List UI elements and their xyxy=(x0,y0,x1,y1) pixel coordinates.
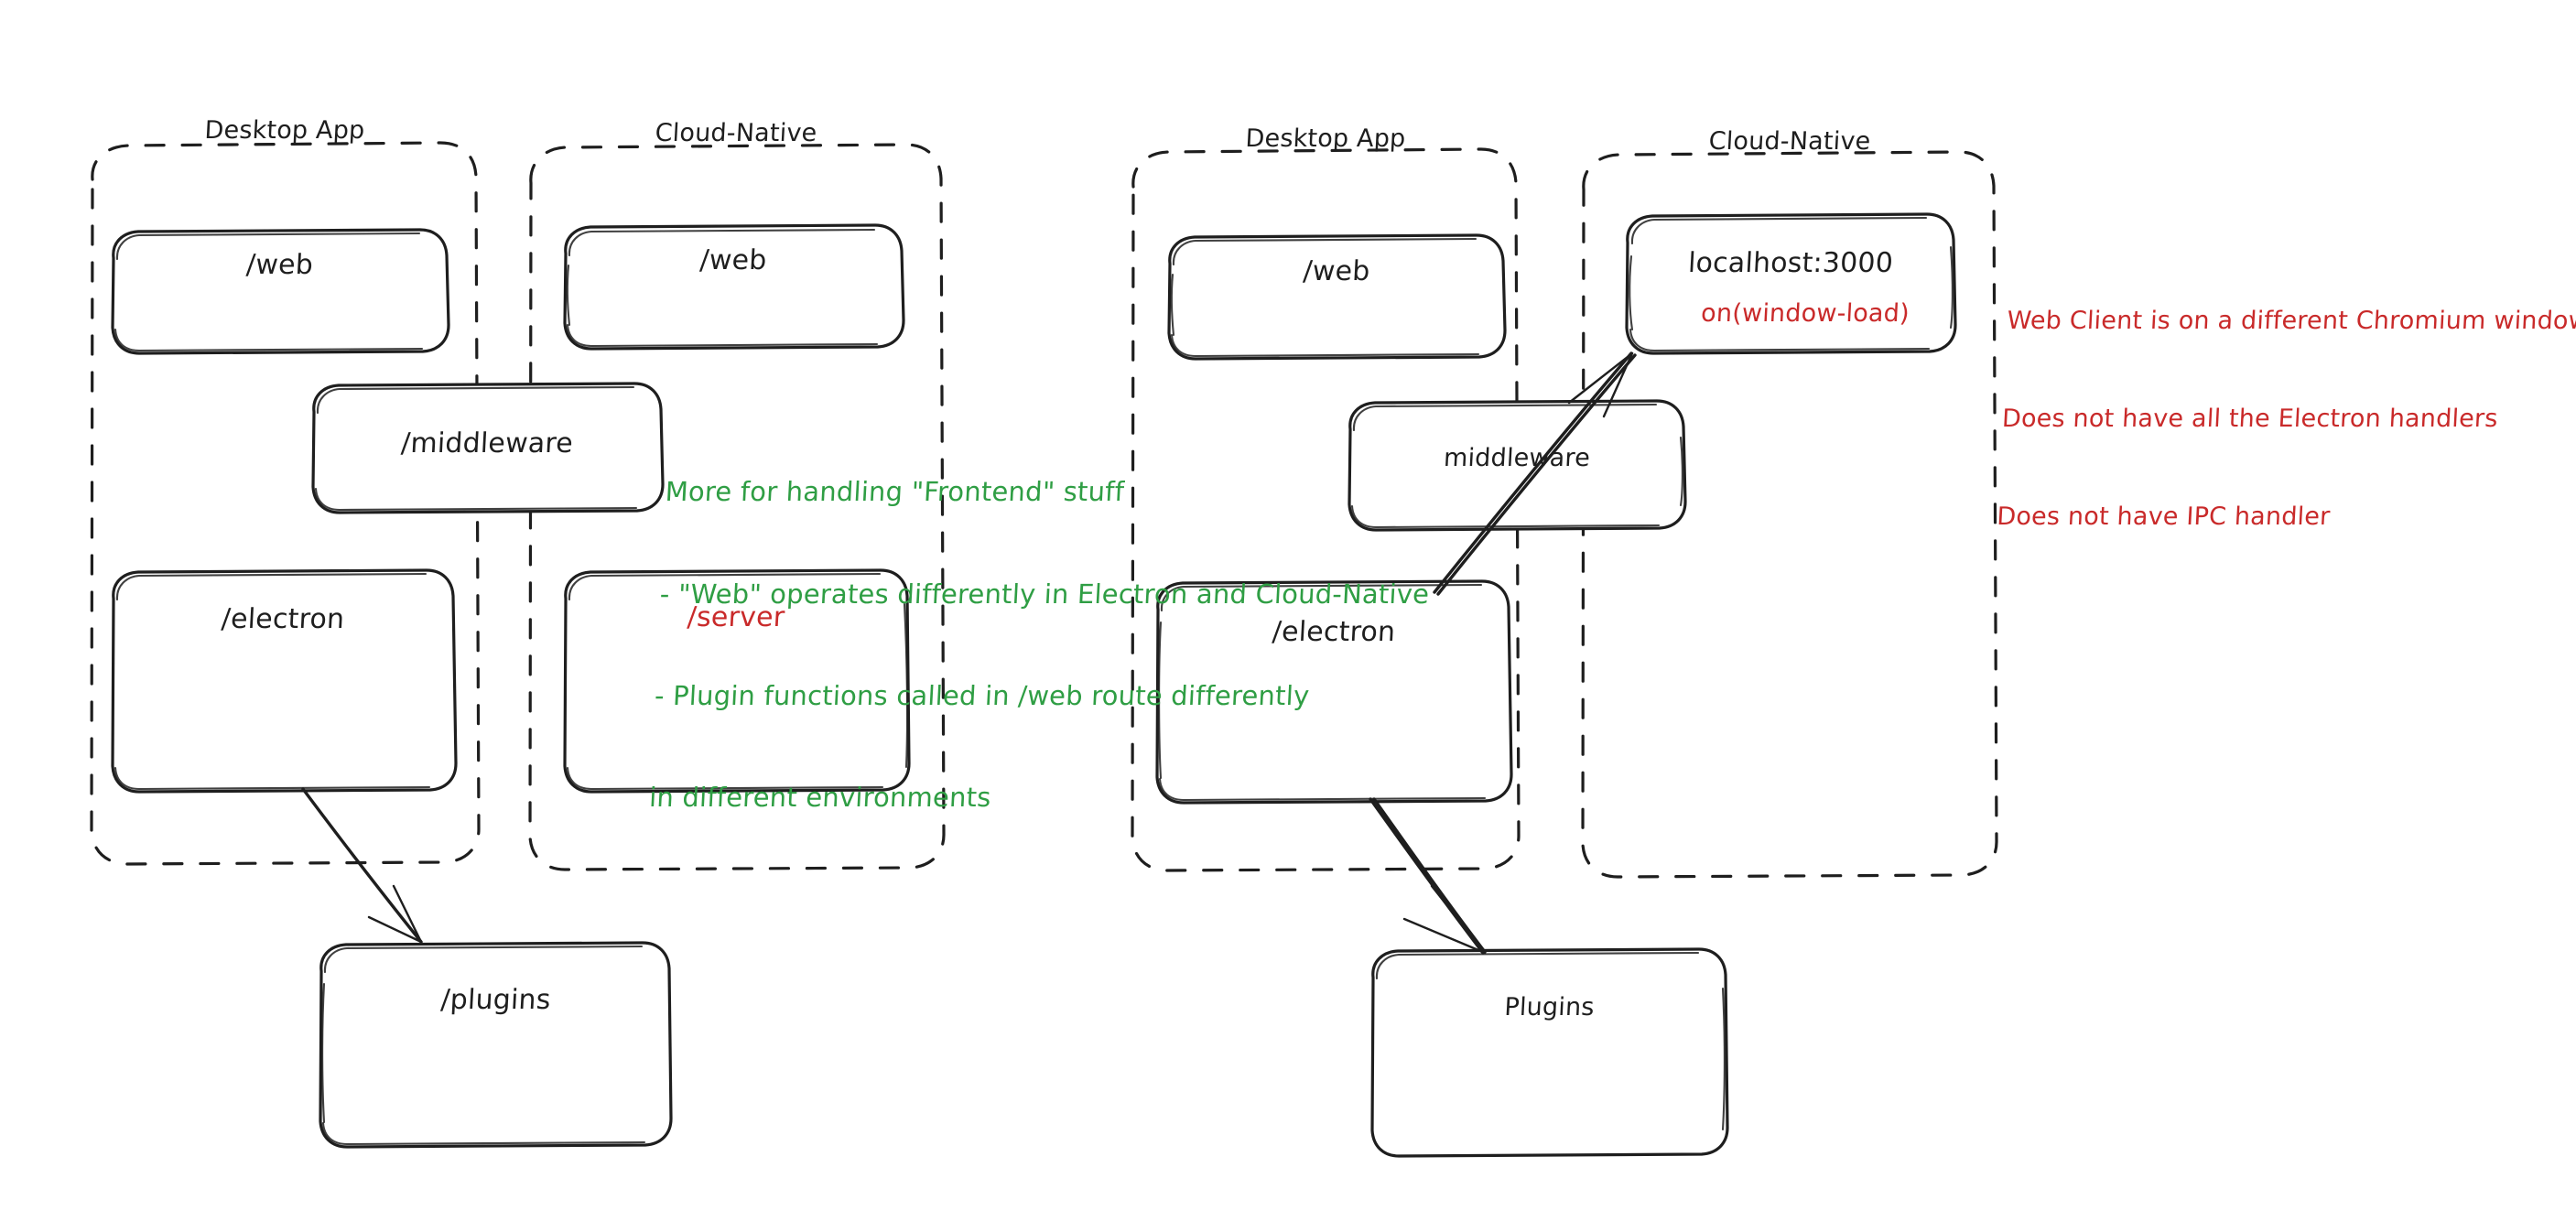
right-localhost-sub-label: on(window-load) xyxy=(1700,299,1910,328)
right-localhost-box-label: localhost:3000 xyxy=(1687,247,1894,279)
right-desktop-group-label: Desktop App xyxy=(1244,124,1407,153)
green-note-line-1: More for handling "Frontend" stuff xyxy=(664,476,1125,508)
green-note-line-4: in different environments xyxy=(648,782,992,814)
red-note-line-3: Does not have IPC handler xyxy=(1996,503,2332,531)
right-middleware-box-outline xyxy=(1348,399,1687,532)
right-localhost-box-outline xyxy=(1625,212,1957,355)
right-electron-box-label: /electron xyxy=(1271,616,1397,648)
left-plugins-box-label: /plugins xyxy=(439,984,552,1016)
left-middleware-box-outline xyxy=(311,382,665,514)
left-cloud-group-outline xyxy=(528,143,946,871)
right-electron-to-plugins-arrow xyxy=(1369,797,1487,955)
green-note-line-3: - Plugin functions called in /web route … xyxy=(654,679,1311,711)
left-cloud-web-box-label: /web xyxy=(698,244,768,276)
right-cloud-group-label: Cloud-Native xyxy=(1707,127,1872,156)
right-electron-box-outline xyxy=(1155,579,1513,805)
red-note: Web Client is on a different Chromium wi… xyxy=(1993,240,2576,599)
left-cloud-web-box-outline xyxy=(563,223,905,351)
red-note-line-2: Does not have all the Electron handlers xyxy=(2001,405,2499,434)
right-desktop-web-box-label: /web xyxy=(1302,255,1371,287)
red-note-line-1: Web Client is on a different Chromium wi… xyxy=(2006,307,2576,336)
left-server-box-outline xyxy=(563,568,911,794)
left-desktop-web-box-outline xyxy=(111,228,450,355)
right-cloud-group-outline xyxy=(1581,150,1998,879)
left-electron-to-plugins-arrow xyxy=(301,787,423,944)
left-plugins-box-outline xyxy=(319,941,673,1149)
left-electron-box-outline xyxy=(111,568,458,794)
right-middleware-box-label: middleware xyxy=(1443,444,1591,472)
left-middleware-box-label: /middleware xyxy=(400,427,574,459)
left-desktop-group-label: Desktop App xyxy=(203,116,366,145)
right-plugins-box-label: Plugins xyxy=(1503,993,1596,1021)
right-desktop-web-box-outline xyxy=(1167,233,1507,361)
right-electron-to-localhost-arrow xyxy=(1433,351,1637,596)
left-electron-box-label: /electron xyxy=(220,603,346,635)
green-note-line-2: - "Web" operates differently in Electron… xyxy=(659,578,1431,610)
right-plugins-box-outline xyxy=(1370,947,1729,1158)
left-desktop-web-box-label: /web xyxy=(245,249,314,281)
left-cloud-group-label: Cloud-Native xyxy=(654,119,818,147)
